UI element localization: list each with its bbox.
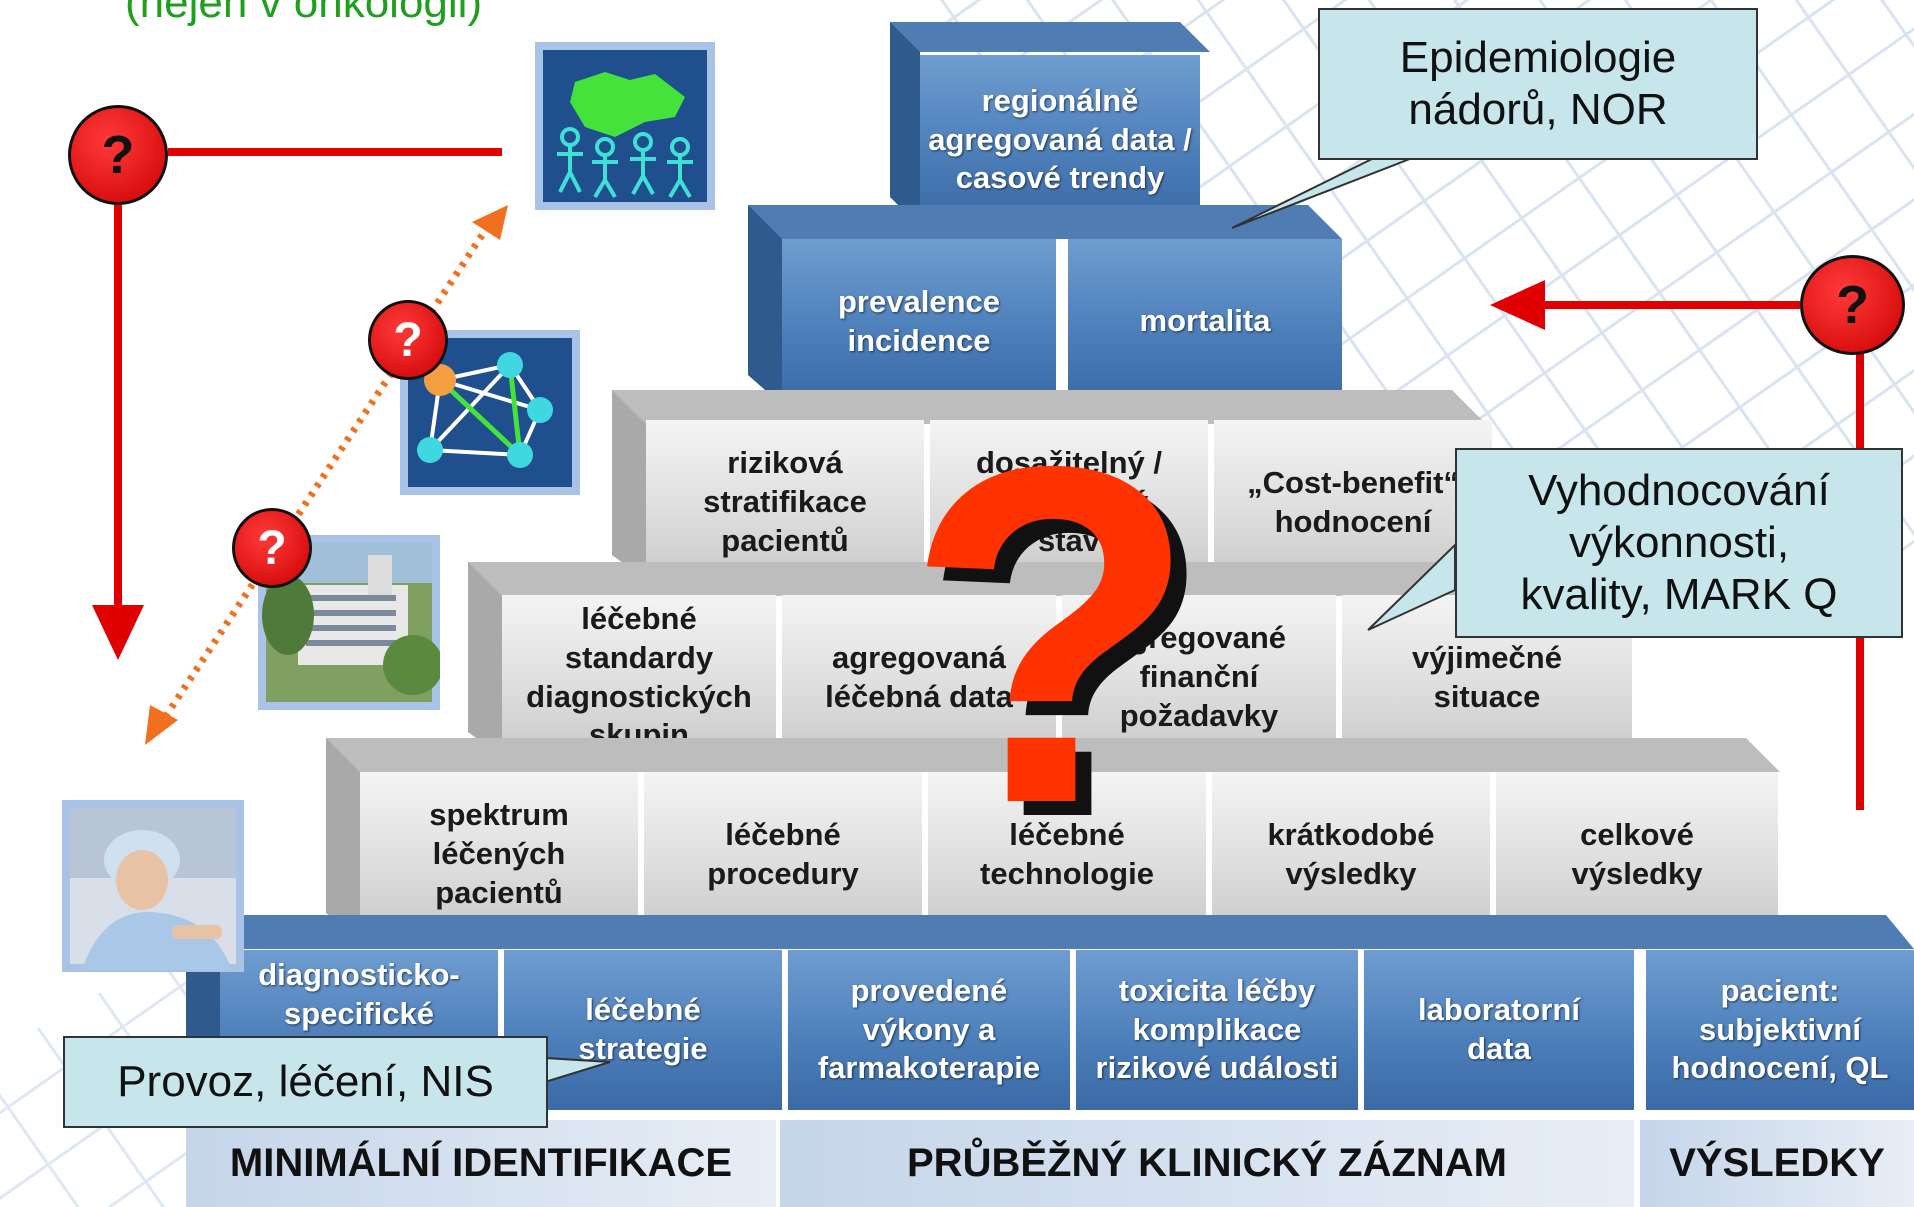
mortality-block: mortalita (1068, 239, 1342, 404)
short-term-results-block: krátkodobé výsledky (1212, 772, 1490, 937)
level2-3d (748, 205, 1342, 405)
treatment-strategies-block: léčebné strategie (504, 950, 782, 1110)
procedures-pharmacotherapy-block: provedené výkony a farmakoterapie (788, 950, 1070, 1110)
toxicity-complications-block: toxicita léčby komplikace rizikové událo… (1076, 950, 1358, 1110)
top-block-3d (890, 22, 1210, 227)
question-circle-left: ? (68, 105, 168, 205)
patient-photo (62, 800, 244, 972)
callout-operation: Provoz, léčení, NIS (63, 1036, 548, 1128)
pyramid-top-block: regionálně agregovaná data / casové tren… (920, 55, 1200, 225)
prevalence-block: prevalence incidence (782, 239, 1056, 404)
category-minimal-identification: MINIMÁLNÍ IDENTIFIKACE (186, 1120, 776, 1207)
level3-3d (612, 390, 1486, 580)
level5-3d (326, 738, 1780, 938)
question-circle-right: ? (1800, 255, 1905, 355)
risk-stratification-block: riziková stratifikace pacientů (646, 420, 924, 585)
heading-partial: (nejen v onkologii) (125, 0, 483, 27)
patient-subjective-block: pacient: subjektivní hodnocení, QL (1646, 950, 1914, 1110)
treatment-technologies-block: léčebné technologie (928, 772, 1206, 937)
laboratory-data-block: laboratorní data (1364, 950, 1634, 1110)
callout-evaluation: Vyhodnocování výkonnosti, kvality, MARK … (1455, 448, 1903, 638)
aggregated-treatment-block: agregovaná léčebná data (782, 595, 1056, 760)
question-circle-hospital: ? (232, 508, 312, 588)
treatment-standards-block: léčebné standardy diagnostických skupin (502, 595, 776, 760)
czech-map-people-icon (535, 42, 715, 210)
level4-3d (468, 562, 1632, 757)
big-question-mark: ? ? (905, 366, 1215, 917)
callout-epidemiology: Epidemiologie nádorů, NOR (1318, 8, 1758, 160)
treatment-procedures-block: léčebné procedury (644, 772, 922, 937)
category-results: VÝSLEDKY (1640, 1120, 1914, 1207)
cost-benefit-block: „Cost-benefit“ hodnocení (1214, 420, 1492, 585)
question-circle-network: ? (368, 300, 448, 380)
overall-results-block: celkové výsledky (1496, 772, 1778, 937)
aggregated-financial-block: agregované finanční požadavky (1062, 595, 1336, 760)
achievable-state-block: dosažitelný / očekávaný stav (930, 420, 1208, 585)
category-clinical-record: PRŮBĚŽNÝ KLINICKÝ ZÁZNAM (780, 1120, 1634, 1207)
patient-spectrum-block: spektrum léčených pacientů (360, 772, 638, 937)
